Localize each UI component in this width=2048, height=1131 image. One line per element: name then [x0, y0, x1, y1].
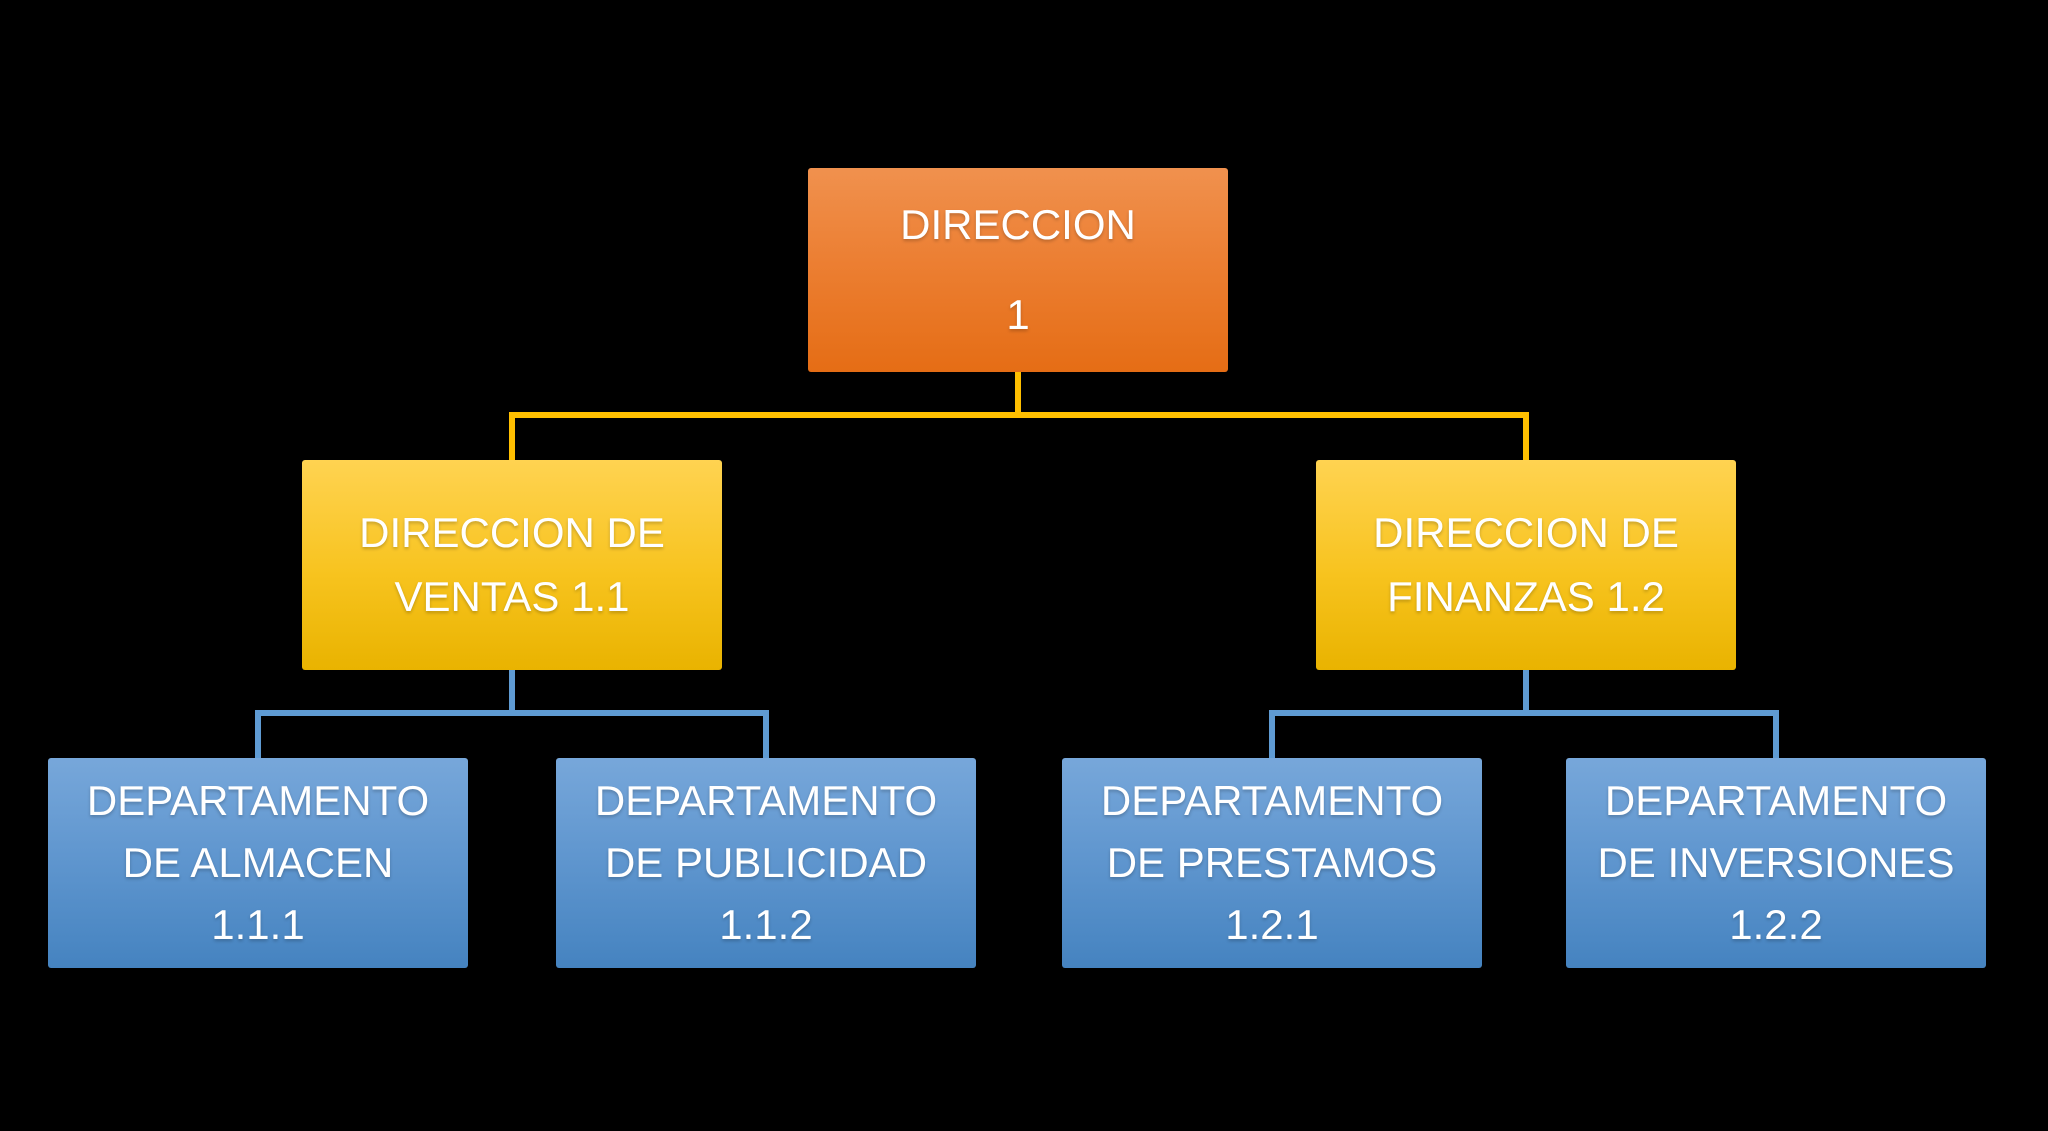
node-line: VENTAS 1.1: [394, 573, 630, 620]
connector-root-stem: [1015, 372, 1021, 415]
org-node-direccion: DIRECCION 1: [808, 168, 1228, 372]
node-line: 1.1.2: [719, 901, 813, 948]
org-node-departamento-publicidad: DEPARTAMENTO DE PUBLICIDAD 1.1.2: [556, 758, 976, 968]
node-line: 1.1.1: [211, 901, 305, 948]
node-line: DE PRESTAMOS: [1106, 839, 1438, 886]
org-node-direccion-finanzas: DIRECCION DE FINANZAS 1.2: [1316, 460, 1736, 670]
connector-finanzas-bar: [1269, 710, 1779, 716]
connector-ventas-bar: [255, 710, 769, 716]
node-line: DE INVERSIONES: [1597, 839, 1955, 886]
org-node-departamento-prestamos: DEPARTAMENTO DE PRESTAMOS 1.2.1: [1062, 758, 1482, 968]
connector-root-drop-ventas: [509, 412, 515, 460]
node-line: DIRECCION: [900, 201, 1136, 248]
connector-ventas-drop-publicidad: [763, 710, 769, 758]
node-line: 1.2.1: [1225, 901, 1319, 948]
connector-root-bar: [509, 412, 1529, 418]
node-line: DE PUBLICIDAD: [604, 839, 928, 886]
connector-ventas-drop-almacen: [255, 710, 261, 758]
node-line: DEPARTAMENTO: [1604, 777, 1948, 824]
node-line: FINANZAS 1.2: [1387, 573, 1665, 620]
org-node-departamento-almacen: DEPARTAMENTO DE ALMACEN 1.1.1: [48, 758, 468, 968]
node-line: DE ALMACEN: [122, 839, 394, 886]
node-line: 1: [1006, 291, 1030, 338]
connector-finanzas-drop-inversiones: [1773, 710, 1779, 758]
node-line: DIRECCION DE: [359, 509, 665, 556]
node-line: DIRECCION DE: [1373, 509, 1679, 556]
connector-finanzas-drop-prestamos: [1269, 710, 1275, 758]
node-line: DEPARTAMENTO: [594, 777, 938, 824]
connector-root-drop-finanzas: [1523, 412, 1529, 460]
node-line: DEPARTAMENTO: [86, 777, 430, 824]
connector-finanzas-stem: [1523, 670, 1529, 713]
org-node-departamento-inversiones: DEPARTAMENTO DE INVERSIONES 1.2.2: [1566, 758, 1986, 968]
node-line: 1.2.2: [1729, 901, 1823, 948]
org-node-direccion-ventas: DIRECCION DE VENTAS 1.1: [302, 460, 722, 670]
connector-ventas-stem: [509, 670, 515, 713]
node-line: DEPARTAMENTO: [1100, 777, 1444, 824]
